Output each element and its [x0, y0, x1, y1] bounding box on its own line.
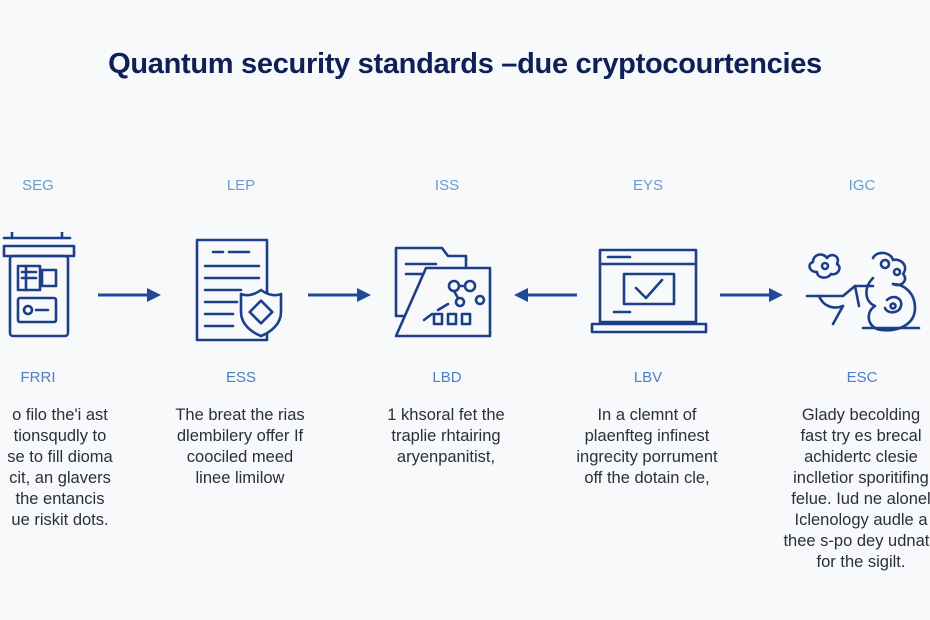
brain-network-icon: [803, 248, 925, 338]
step-3-code-top: ISS: [434, 177, 460, 194]
arrow-right-icon: [307, 285, 373, 305]
step-1-code-top: SEG: [22, 177, 54, 194]
step-5-code-top: IGC: [848, 177, 876, 194]
step-2-code-top: LEP: [226, 177, 256, 194]
step-3-description: 1 khsoral fet the traplie rhtairing arye…: [387, 406, 505, 466]
step-3-code-bottom: LBD: [432, 369, 462, 386]
step-2-code-bottom: ESS: [225, 369, 256, 386]
locker-cabinet-icon: [0, 232, 80, 342]
laptop-check-icon: [590, 246, 708, 336]
document-shield-icon: [193, 236, 289, 346]
step-5-description: Glady becolding fast try es brecal achid…: [783, 406, 930, 571]
arrow-right-icon: [97, 285, 163, 305]
arrow-left-icon: [512, 285, 578, 305]
step-1-description: o filo the'i ast tionsqudly to se to fil…: [7, 406, 113, 529]
step-5-code-bottom: ESC: [846, 369, 878, 386]
step-4-code-top: EYS: [632, 177, 663, 194]
page-title: Quantum security standards –due cryptoco…: [108, 48, 822, 80]
step-1-code-bottom: FRRI: [20, 369, 56, 386]
arrow-right-icon: [719, 285, 785, 305]
step-4-description: In a clemnt of plaenfteg infinest ingrec…: [576, 406, 718, 487]
folder-circuit-icon: [392, 244, 492, 340]
step-2-description: The breat the rias dlembilery offer If c…: [175, 406, 305, 487]
step-4-code-bottom: LBV: [633, 369, 663, 386]
